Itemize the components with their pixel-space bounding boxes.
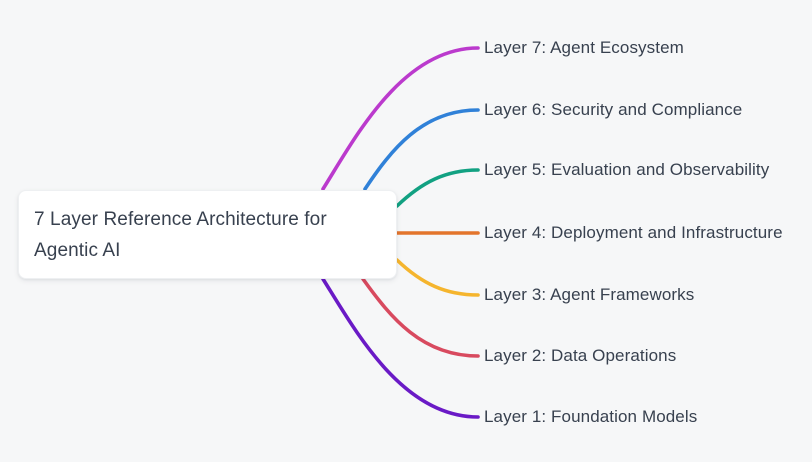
node-layer-3[interactable]: Layer 3: Agent Frameworks <box>484 285 695 304</box>
branch-curve <box>321 277 480 419</box>
node-layer-6[interactable]: Layer 6: Security and Compliance <box>484 100 743 119</box>
node-layer-4[interactable]: Layer 4: Deployment and Infrastructure <box>484 223 783 242</box>
root-node-title: 7 Layer Reference Architecture for Agent… <box>34 208 327 261</box>
branch-curve <box>361 277 480 358</box>
root-node[interactable]: 7 Layer Reference Architecture for Agent… <box>18 190 397 279</box>
branch-curve <box>395 168 480 208</box>
node-layer-1[interactable]: Layer 1: Foundation Models <box>484 407 698 426</box>
branch-curve <box>395 258 480 297</box>
branch-curve <box>363 108 480 191</box>
branch-curve <box>321 46 480 191</box>
node-layer-7[interactable]: Layer 7: Agent Ecosystem <box>484 38 684 57</box>
node-layer-2[interactable]: Layer 2: Data Operations <box>484 346 677 365</box>
node-layer-5[interactable]: Layer 5: Evaluation and Observability <box>484 160 770 179</box>
